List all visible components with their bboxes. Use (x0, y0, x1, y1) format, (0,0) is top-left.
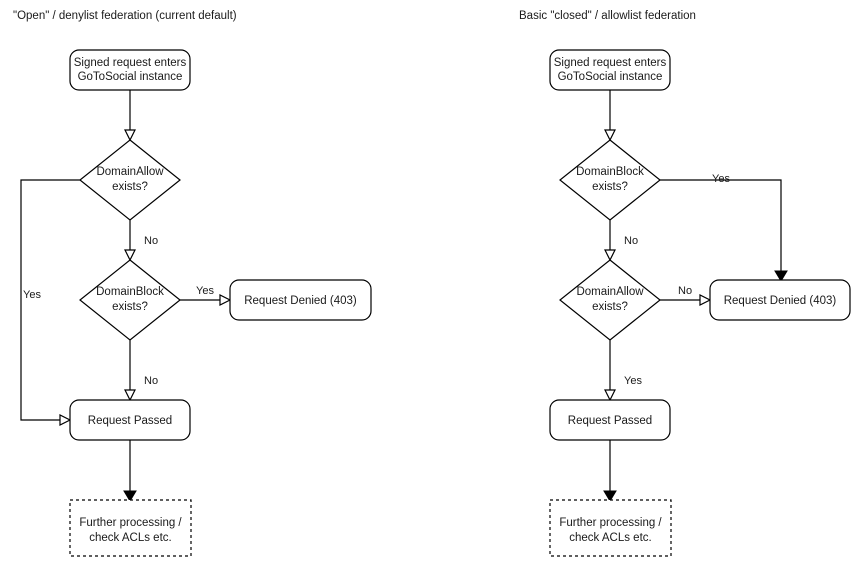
node-request-passed-left[interactable]: Request Passed (69, 399, 191, 441)
arrowhead-open-icon (59, 414, 72, 426)
panel-closed-allowlist: Basic "closed" / allowlist federation Si… (519, 10, 851, 557)
node-further-processing-right[interactable]: Further processing / check ACLs etc. (549, 499, 672, 557)
node-entry-right[interactable]: Signed request enters GoToSocial instanc… (549, 49, 671, 91)
node-entry-right-shape[interactable] (549, 49, 671, 91)
panel-title-closed-allowlist: Basic "closed" / allowlist federation (519, 10, 696, 22)
node-entry-left[interactable]: Signed request enters GoToSocial instanc… (69, 49, 191, 91)
arrowhead-open-icon (699, 294, 712, 306)
edge-passed-to-further-left (123, 440, 137, 502)
edge-domainblock-no-left: No (124, 340, 158, 402)
edge-domainblock-no-right: No (604, 220, 638, 262)
node-domain-block-right-shape[interactable] (559, 139, 661, 221)
arrowhead-open-icon (124, 389, 136, 402)
node-further-processing-right-shape[interactable] (549, 499, 672, 557)
node-domain-block-left-shape[interactable] (79, 259, 181, 341)
node-domain-block-left-line1: DomainBlock (96, 286, 164, 298)
edge-entry-to-domainallow-left (124, 90, 136, 142)
node-domain-allow-right-line1: DomainAllow (576, 286, 644, 298)
node-domain-allow-left-line1: DomainAllow (96, 166, 164, 178)
edge-domainallow-no-right: No (660, 285, 712, 306)
node-entry-left-line1: Signed request enters (74, 57, 187, 69)
node-domain-block-left[interactable]: DomainBlock exists? (79, 259, 181, 341)
node-further-processing-left-shape[interactable] (69, 499, 192, 557)
edge-label-no: No (678, 285, 692, 297)
node-domain-allow-right-line2: exists? (592, 301, 628, 313)
node-domain-allow-left[interactable]: DomainAllow exists? (79, 139, 181, 221)
node-domain-allow-right[interactable]: DomainAllow exists? (559, 259, 661, 341)
edge-label-yes: Yes (196, 285, 214, 297)
edge-domainblock-yes-right-path (660, 179, 782, 274)
node-request-passed-right[interactable]: Request Passed (549, 399, 671, 441)
panel-title-open-denylist: "Open" / denylist federation (current de… (13, 10, 237, 22)
edge-label-no: No (624, 235, 638, 247)
node-domain-allow-left-shape[interactable] (79, 139, 181, 221)
edge-label-no: No (144, 375, 158, 387)
panel-open-denylist: "Open" / denylist federation (current de… (13, 10, 372, 557)
node-request-passed-right-label: Request Passed (568, 415, 652, 427)
arrowhead-open-icon (604, 389, 616, 402)
edge-label-no: No (144, 235, 158, 247)
edge-domainallow-yes-left: Yes (20, 179, 80, 426)
edge-label-yes: Yes (624, 375, 642, 387)
node-entry-left-line2: GoToSocial instance (78, 71, 183, 83)
arrowhead-open-icon (604, 249, 616, 262)
arrowhead-open-icon (124, 249, 136, 262)
node-further-processing-right-line1: Further processing / (559, 517, 662, 529)
node-further-processing-right-line2: check ACLs etc. (569, 532, 651, 544)
node-request-denied-left[interactable]: Request Denied (403) (229, 279, 372, 321)
node-domain-block-right[interactable]: DomainBlock exists? (559, 139, 661, 221)
node-domain-block-right-line1: DomainBlock (576, 166, 644, 178)
edge-passed-to-further-right (603, 440, 617, 502)
edge-domainallow-yes-right: Yes (604, 340, 642, 402)
node-request-denied-right[interactable]: Request Denied (403) (709, 279, 851, 321)
node-further-processing-left[interactable]: Further processing / check ACLs etc. (69, 499, 192, 557)
node-domain-allow-right-shape[interactable] (559, 259, 661, 341)
edge-label-yes: Yes (23, 289, 41, 301)
edge-domainallow-no-left: No (124, 220, 158, 262)
node-further-processing-left-line2: check ACLs etc. (89, 532, 171, 544)
edge-entry-to-domainblock-right (604, 90, 616, 142)
node-entry-right-line2: GoToSocial instance (558, 71, 663, 83)
arrowhead-solid-icon (123, 490, 137, 502)
node-request-denied-left-shape[interactable] (229, 279, 372, 321)
arrowhead-open-icon (219, 294, 232, 306)
edge-domainblock-yes-left: Yes (180, 285, 232, 306)
arrowhead-solid-icon (603, 490, 617, 502)
node-request-denied-right-label: Request Denied (403) (724, 295, 837, 307)
node-request-denied-left-label: Request Denied (403) (244, 295, 357, 307)
edge-label-yes: Yes (712, 173, 730, 185)
edge-domainblock-yes-right: Yes (660, 173, 788, 282)
node-request-denied-right-shape[interactable] (709, 279, 851, 321)
node-further-processing-left-line1: Further processing / (79, 517, 182, 529)
node-entry-left-shape[interactable] (69, 49, 191, 91)
node-request-passed-left-label: Request Passed (88, 415, 172, 427)
arrowhead-solid-icon (774, 270, 788, 282)
arrowhead-open-icon (124, 129, 136, 142)
arrowhead-open-icon (604, 129, 616, 142)
node-entry-right-line1: Signed request enters (554, 57, 667, 69)
node-domain-allow-left-line2: exists? (112, 181, 148, 193)
node-domain-block-right-line2: exists? (592, 181, 628, 193)
node-domain-block-left-line2: exists? (112, 301, 148, 313)
edge-domainallow-yes-left-path (20, 179, 80, 421)
